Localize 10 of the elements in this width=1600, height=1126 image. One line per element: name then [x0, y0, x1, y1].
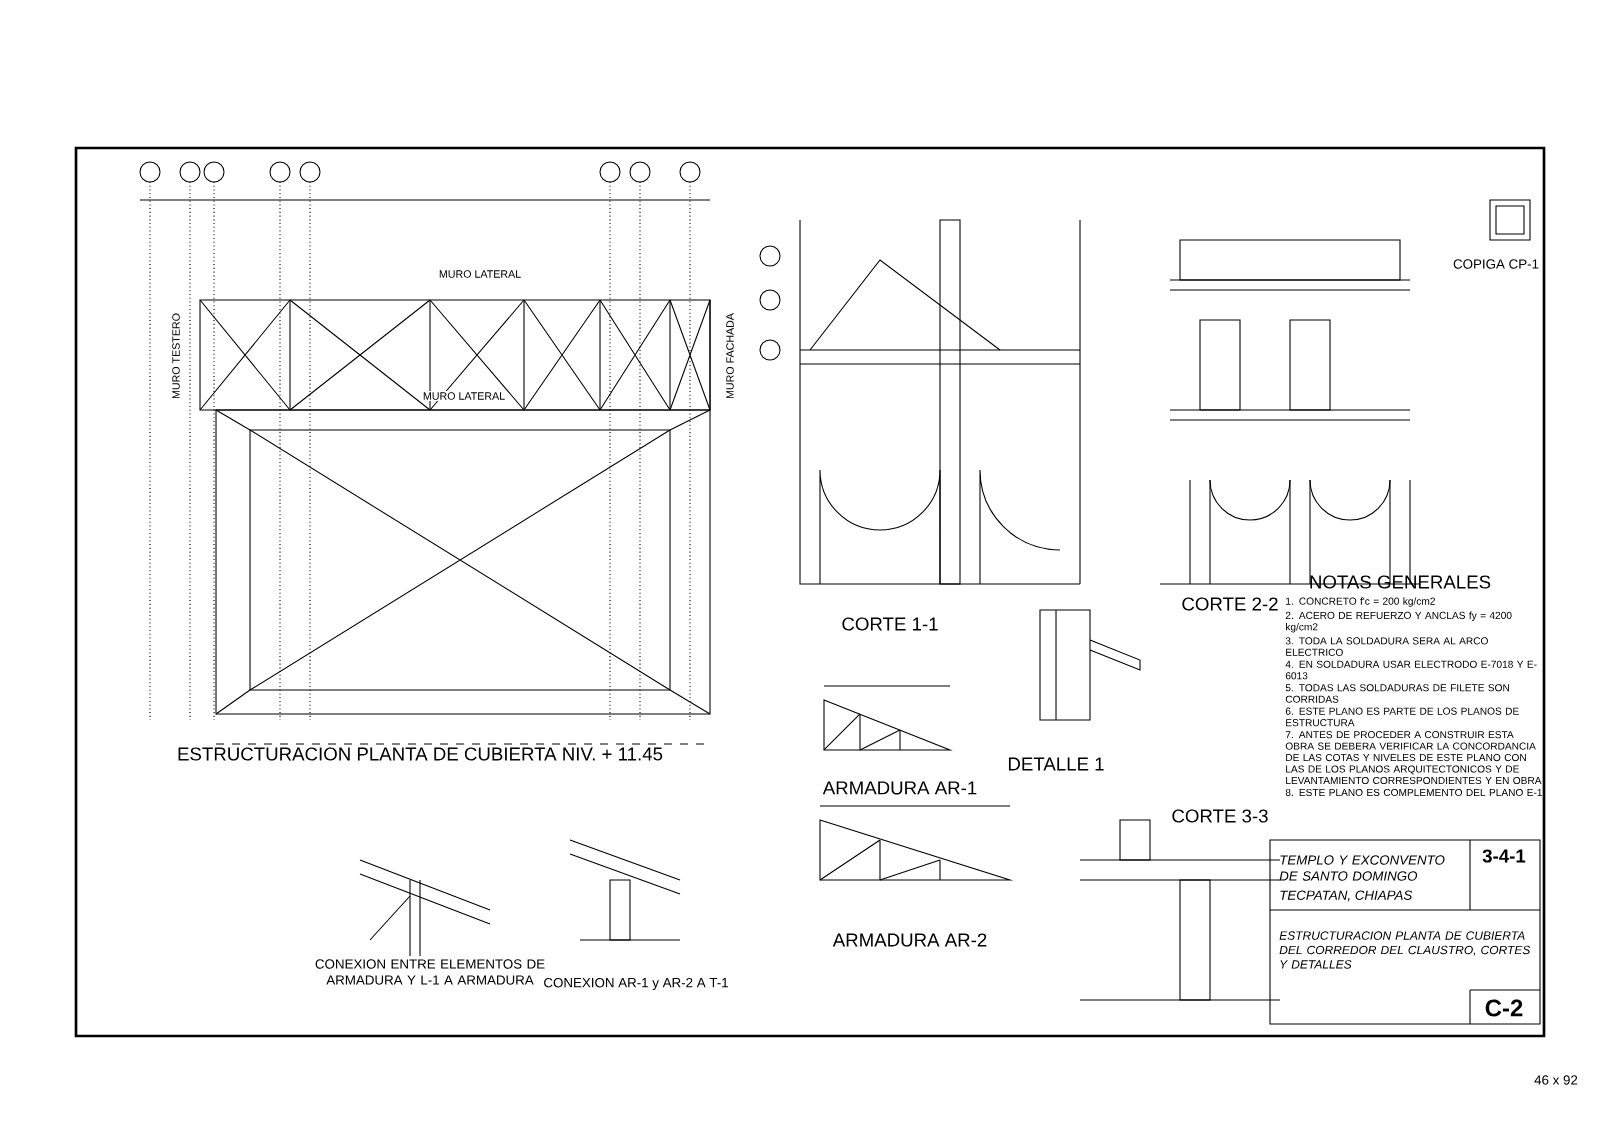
drawing-title: CORTE 1-1	[842, 617, 938, 631]
sheet-number: 3-4-1	[1482, 849, 1526, 863]
drawing-title: CORTE 2-2	[1182, 597, 1278, 611]
sheet-code: C-2	[1485, 999, 1523, 1017]
drawing-title: ARMADURA AR-1	[822, 781, 977, 795]
drawing-title: CORTE 3-3	[1172, 809, 1268, 823]
drawing-title: DETALLE 1	[1008, 757, 1104, 771]
drawing-title: NOTAS GENERALES	[1310, 575, 1491, 589]
drawing-title: ESTRUCTURACION PLANTA DE CUBIERTA NIV. + 11.45	[178, 747, 663, 761]
drawing-title: ARMADURA AR-2	[832, 933, 987, 947]
